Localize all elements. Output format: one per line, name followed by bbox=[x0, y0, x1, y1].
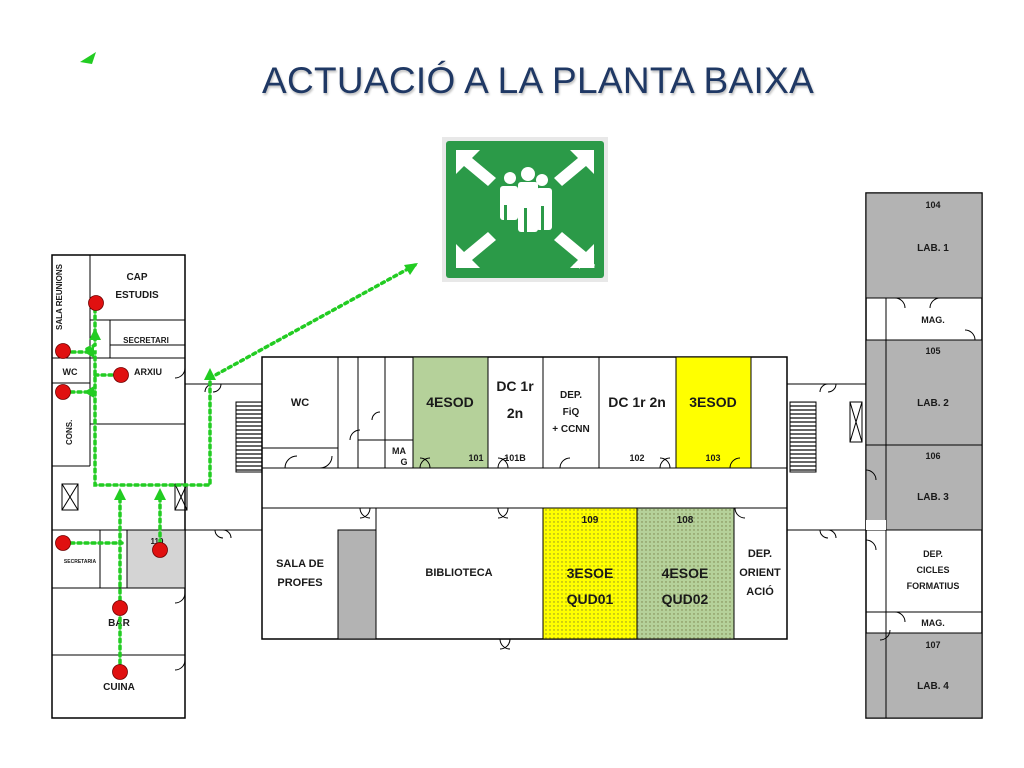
sign-brand-label: Implaseef bbox=[573, 264, 595, 270]
wc-central-label: WC bbox=[291, 397, 309, 409]
arrow-icon bbox=[114, 488, 126, 500]
red-point bbox=[55, 535, 71, 551]
room-3esod bbox=[675, 356, 752, 469]
secretaria-small-label: SECRETARIA bbox=[64, 559, 97, 565]
room-104-label: 104 bbox=[925, 200, 940, 210]
red-points bbox=[55, 295, 168, 680]
sala-profes-label-1: SALA DE bbox=[276, 558, 324, 570]
east-wing: 104 LAB. 1 MAG. 105 LAB. 2 106 LAB. 3 DE… bbox=[865, 192, 983, 719]
connectors bbox=[185, 383, 866, 539]
mag2-label: MAG. bbox=[921, 618, 945, 628]
arrow-icon bbox=[84, 386, 94, 398]
esoe4-label-1: 4ESOE bbox=[662, 565, 709, 581]
central-building: WC MA G 4ESOD 101 DC 1r 2n 101B DEP. FiQ… bbox=[261, 356, 788, 650]
red-point bbox=[113, 367, 129, 383]
room-107-label: 107 bbox=[925, 640, 940, 650]
wc-west-label: WC bbox=[63, 367, 78, 377]
lab4-label: LAB. 4 bbox=[917, 681, 949, 692]
dep-orientacio-label-1: DEP. bbox=[748, 548, 772, 560]
arxiu-label: ARXIU bbox=[134, 367, 162, 377]
red-point bbox=[55, 343, 71, 359]
esod4-label: 4ESOD bbox=[426, 394, 473, 410]
lab2-label: LAB. 2 bbox=[917, 398, 949, 409]
dep-cicles-label-3: FORMATIUS bbox=[907, 581, 960, 591]
dc-1r-2n-b-label: DC 1r 2n bbox=[608, 394, 666, 410]
cons-label: CONS. bbox=[65, 420, 74, 445]
assembly-point-sign-icon: Implaseef bbox=[442, 137, 608, 282]
page-title: ACTUACIÓ A LA PLANTA BAIXA bbox=[262, 60, 815, 101]
cap-estudis-label-2: ESTUDIS bbox=[115, 290, 159, 301]
arrow-icon bbox=[154, 488, 166, 500]
dep-orientacio-label-2: ORIENT bbox=[739, 567, 781, 579]
red-point bbox=[88, 295, 104, 311]
red-point bbox=[152, 542, 168, 558]
dep-cicles-label-1: DEP. bbox=[923, 549, 943, 559]
dep-fiq-label-2: FiQ bbox=[563, 407, 580, 418]
cap-estudis-label-1: CAP bbox=[126, 272, 147, 283]
dc-1r-2n-a-label-1: DC 1r bbox=[496, 378, 534, 394]
cuina-label: CUINA bbox=[103, 682, 135, 693]
mag-central-label-2: G bbox=[400, 457, 407, 467]
red-point bbox=[112, 664, 128, 680]
room-106-label: 106 bbox=[925, 451, 940, 461]
room-101b-label: 101B bbox=[504, 453, 526, 463]
room-102-label: 102 bbox=[629, 453, 644, 463]
room-105-label: 105 bbox=[925, 346, 940, 356]
esoe3-label-1: 3ESOE bbox=[567, 565, 614, 581]
secretaria-label: SECRETARI bbox=[123, 336, 169, 345]
room-108-label: 108 bbox=[677, 515, 694, 526]
dep-cicles-label-2: CICLES bbox=[916, 565, 949, 575]
dep-fiq-label-1: DEP. bbox=[560, 390, 582, 401]
room-4esod bbox=[412, 356, 489, 469]
route-path bbox=[83, 300, 97, 352]
red-point bbox=[112, 600, 128, 616]
room-101-label: 101 bbox=[468, 453, 483, 463]
room-110-label: 110 bbox=[151, 537, 164, 546]
mag1-label: MAG. bbox=[921, 315, 945, 325]
route-arrowheads bbox=[84, 263, 418, 500]
slide-marker-icon bbox=[80, 52, 96, 64]
lab3-label: LAB. 3 bbox=[917, 492, 949, 503]
room-103-label: 103 bbox=[705, 453, 720, 463]
arrow-icon bbox=[89, 328, 101, 340]
biblioteca-label: BIBLIOTECA bbox=[425, 567, 492, 579]
arrow-icon bbox=[204, 368, 216, 380]
arrow-icon bbox=[84, 346, 94, 358]
arrow-icon bbox=[404, 263, 418, 275]
lab1-label: LAB. 1 bbox=[917, 243, 949, 254]
sala-reunions-label: SALA REUNIONS bbox=[55, 263, 64, 330]
esod3-label: 3ESOD bbox=[689, 394, 736, 410]
sala-profes-label-2: PROFES bbox=[277, 577, 322, 589]
red-point bbox=[55, 384, 71, 400]
esoe4-label-2: QUD02 bbox=[662, 591, 709, 607]
route-path bbox=[208, 263, 417, 380]
dep-fiq-label-3: + CCNN bbox=[552, 424, 590, 435]
dc-1r-2n-a-label-2: 2n bbox=[507, 405, 523, 421]
room-109-label: 109 bbox=[582, 515, 599, 526]
esoe3-label-2: QUD01 bbox=[567, 591, 614, 607]
mag-central-label-1: MA bbox=[392, 446, 406, 456]
dep-orientacio-label-3: ACIÓ bbox=[746, 585, 774, 598]
